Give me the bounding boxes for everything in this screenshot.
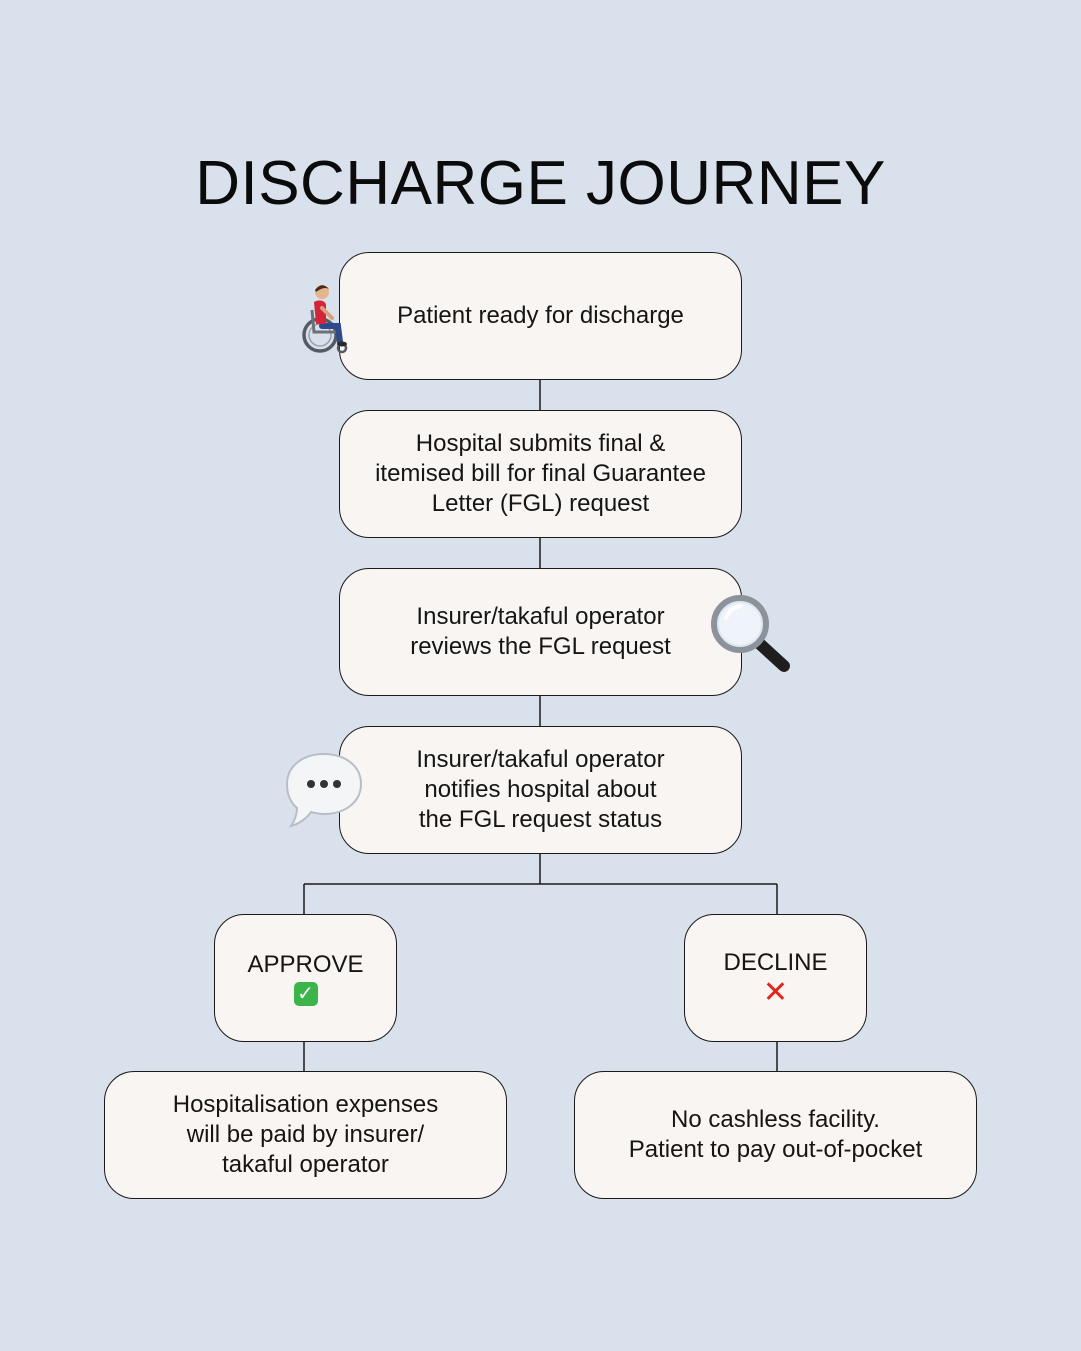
step-insurer-notifies-text: Insurer/takaful operator notifies hospit… — [416, 746, 665, 833]
step-patient-ready: Patient ready for discharge — [339, 252, 742, 380]
step-insurer-notifies: Insurer/takaful operator notifies hospit… — [339, 726, 742, 854]
step-insurer-reviews-text: Insurer/takaful operator reviews the FGL… — [410, 603, 671, 660]
cross-mark-icon: ✕ — [762, 976, 789, 1009]
approve-node: APPROVE ✓ — [214, 914, 397, 1042]
decline-label: DECLINE — [723, 949, 828, 976]
approve-outcome: Hospitalisation expenses will be paid by… — [104, 1071, 507, 1199]
step-hospital-submits-text: Hospital submits final & itemised bill f… — [375, 430, 706, 517]
magnifying-glass-icon — [711, 595, 790, 672]
step-patient-ready-text: Patient ready for discharge — [397, 302, 684, 329]
check-mark-icon: ✓ — [293, 982, 318, 1006]
step-hospital-submits: Hospital submits final & itemised bill f… — [339, 410, 742, 538]
approve-label: APPROVE — [247, 951, 364, 978]
decline-node: DECLINE ✕ — [684, 914, 867, 1042]
wheelchair-person-icon — [302, 285, 348, 354]
decline-outcome: No cashless facility. Patient to pay out… — [574, 1071, 977, 1199]
page-title: DISCHARGE JOURNEY — [195, 149, 886, 218]
speech-bubble-icon — [285, 752, 363, 828]
step-insurer-reviews: Insurer/takaful operator reviews the FGL… — [339, 568, 742, 696]
approve-outcome-text: Hospitalisation expenses will be paid by… — [172, 1091, 439, 1178]
decline-outcome-text: No cashless facility. Patient to pay out… — [628, 1106, 923, 1163]
